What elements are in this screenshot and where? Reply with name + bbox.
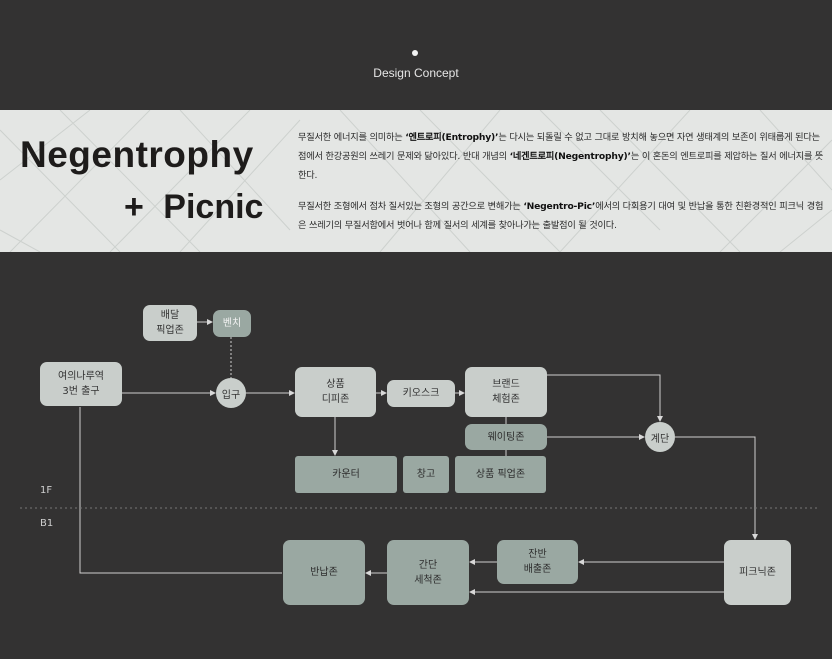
node-stairs: 계단 <box>645 422 675 452</box>
node-picnic-zone: 피크닉존 <box>724 540 791 605</box>
paragraph-text: 무질서한 조형에서 점차 질서있는 조형의 공간으로 변해가는 <box>298 201 524 212</box>
node-brand-experience: 브랜드 체험존 <box>465 367 547 417</box>
highlighted-term: ‘네겐트로피(Negentrophy)’ <box>509 151 631 162</box>
paragraph-text: 에서의 다회용기 대여 및 반납을 통한 친환경적인 피크닉 경험은 쓰레기의 … <box>298 201 824 231</box>
concept-title-negentrophy: Negentrophy <box>20 134 254 175</box>
concept-title-picnic: + Picnic <box>124 188 264 226</box>
node-station-exit: 여의나루역 3번 출구 <box>40 362 122 406</box>
node-return-zone: 반납존 <box>283 540 365 605</box>
node-display-zone: 상품 디피존 <box>295 367 376 417</box>
paragraph-text: 무질서한 에너지를 의미하는 <box>298 132 406 143</box>
node-waiting-zone: 웨이팅존 <box>465 424 547 450</box>
floor-label-b1: B1 <box>40 518 54 529</box>
concept-panel <box>0 110 832 252</box>
highlighted-term: ‘Negentro-Pic’ <box>523 201 596 212</box>
concept-paragraph-2: 무질서한 조형에서 점차 질서있는 조형의 공간으로 변해가는 ‘Negentr… <box>298 197 828 235</box>
floor-label-1f: 1F <box>40 485 53 496</box>
paragraph-text: 는 이 혼돈의 엔트로피를 제압하는 질서 에너지를 뜻한다. <box>298 151 824 181</box>
title-dot <box>412 50 418 56</box>
node-bench: 벤치 <box>213 310 251 337</box>
node-wash-zone: 간단 세척존 <box>387 540 469 605</box>
pattern-background <box>0 110 832 252</box>
node-storage: 창고 <box>403 456 449 493</box>
node-kiosk: 키오스크 <box>387 380 455 407</box>
concept-paragraph-1: 무질서한 에너지를 의미하는 ‘엔트로피(Entrophy)’는 다시는 되돌릴… <box>298 128 828 185</box>
section-subtitle: Design Concept <box>373 66 459 80</box>
node-product-pickup: 상품 픽업존 <box>455 456 546 493</box>
paragraph-text: 는 다시는 되돌릴 수 없고 그대로 방치해 놓으면 자연 생태계의 보존이 위… <box>298 132 820 162</box>
node-counter: 카운터 <box>295 456 397 493</box>
node-delivery-pickup: 배달 픽업존 <box>143 305 197 341</box>
node-leftover-disposal: 잔반 배출존 <box>497 540 578 584</box>
highlighted-term: ‘엔트로피(Entrophy)’ <box>405 132 499 143</box>
node-entrance: 입구 <box>216 378 246 408</box>
